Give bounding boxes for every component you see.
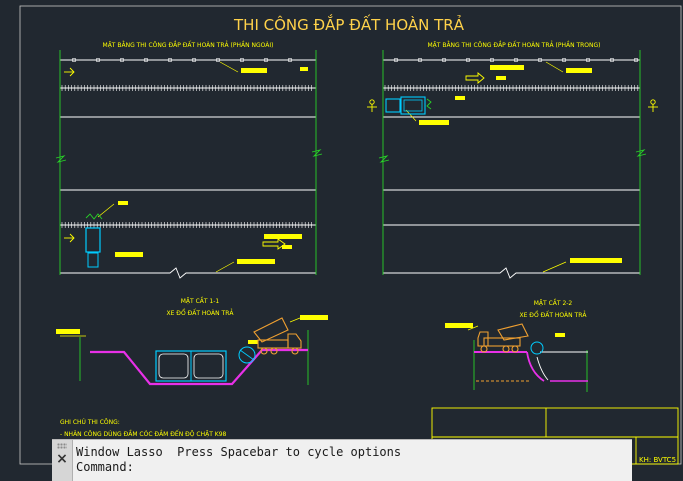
section1-subtitle: XE ĐỔ ĐẤT HOÀN TRẢ xyxy=(167,309,235,317)
command-line-grip[interactable]: × xyxy=(52,440,73,481)
section2-title: MẶT CẮT 2-2 xyxy=(534,299,573,307)
section2-subtitle: XE ĐỔ ĐẤT HOÀN TRẢ xyxy=(520,311,588,319)
right-plan xyxy=(367,50,658,279)
left-plan-title: MẶT BẰNG THI CÔNG ĐẮP ĐẤT HOÀN TRẢ (PHẦN… xyxy=(103,41,274,49)
section1-title: MẶT CẮT 1-1 xyxy=(181,297,220,305)
left-plan xyxy=(55,50,323,279)
title-block xyxy=(431,407,679,465)
notes-title: GHI CHÚ THI CÔNG: xyxy=(60,419,120,426)
section-1-1 xyxy=(56,315,328,386)
close-icon[interactable]: × xyxy=(56,451,68,467)
right-plan-title: MẶT BẰNG THI CÔNG ĐẮP ĐẤT HOÀN TRẢ (PHẦN… xyxy=(427,41,600,49)
command-line-panel[interactable]: × Window Lasso Press Spacebar to cycle o… xyxy=(52,439,632,481)
drawing-title: THI CÔNG ĐẮP ĐẤT HOÀN TRẢ xyxy=(233,13,465,34)
command-history: Window Lasso Press Spacebar to cycle opt… xyxy=(76,445,401,475)
command-history-line: Window Lasso Press Spacebar to cycle opt… xyxy=(76,445,402,459)
title-block-code: KH: BVTC5 xyxy=(639,456,676,464)
grip-dots-icon xyxy=(57,443,67,449)
command-prompt[interactable]: Command: xyxy=(76,460,134,474)
section-2-2 xyxy=(445,323,588,392)
sheet-border xyxy=(19,5,682,465)
notes-line-1: - NHÂN CÔNG DÙNG ĐẦM CÓC ĐẦM ĐẾN ĐỘ CHẶT… xyxy=(60,430,227,438)
